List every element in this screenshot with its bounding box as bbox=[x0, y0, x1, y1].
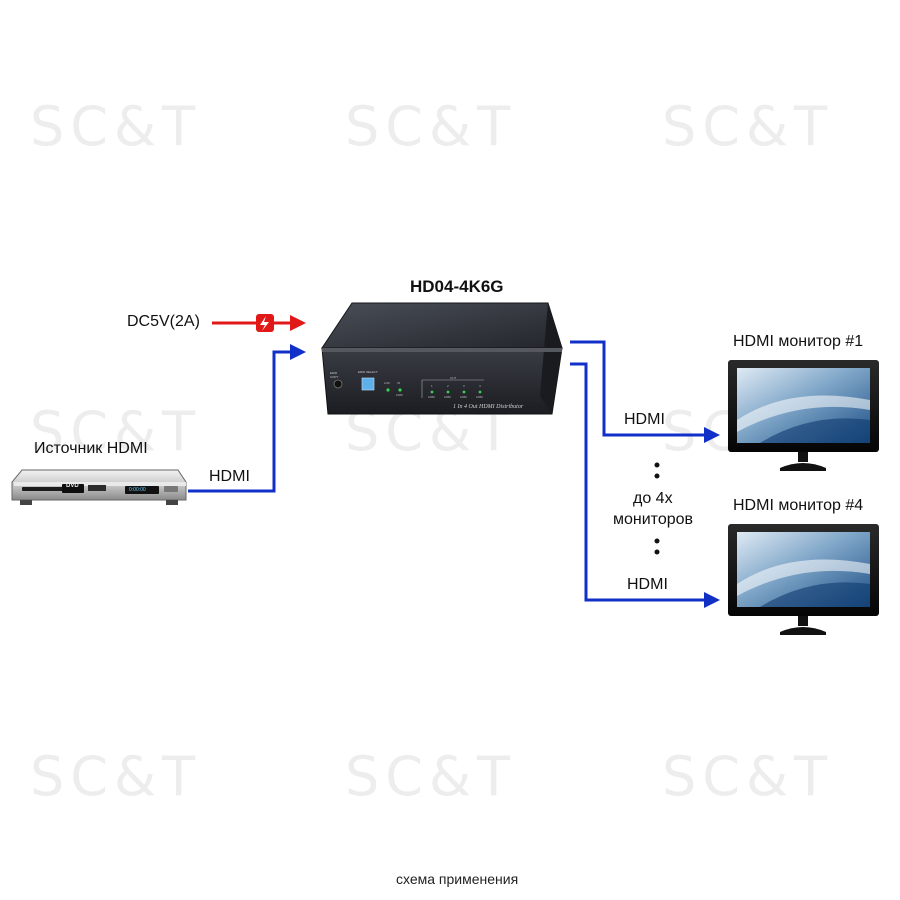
edid-copy-label: EDID COPY bbox=[330, 371, 339, 379]
watermark: SC&T bbox=[662, 745, 834, 808]
watermark: SC&T bbox=[662, 95, 834, 158]
monitor-4-label: HDMI монитор #4 bbox=[733, 497, 864, 514]
output-arrow-head-4 bbox=[704, 592, 720, 608]
watermark: SC&T bbox=[30, 745, 202, 808]
hdmi-distributor-device bbox=[321, 302, 563, 415]
led-label: 1080 bbox=[476, 395, 483, 399]
device-title: HD04-4K6G bbox=[410, 277, 504, 296]
player-badge: DVD bbox=[66, 483, 79, 489]
hdmi-source-player bbox=[11, 469, 187, 505]
source-arrow-head bbox=[290, 344, 306, 360]
source-link-label: HDMI bbox=[209, 468, 250, 485]
output-hdmi-cable-1 bbox=[570, 340, 706, 437]
output-1-link-label: HDMI bbox=[624, 411, 665, 428]
power-label: DC5V(2A) bbox=[127, 313, 200, 330]
watermark: SC&T bbox=[30, 95, 202, 158]
watermark: SC&T bbox=[345, 745, 517, 808]
led-label: 1080 bbox=[460, 395, 467, 399]
edid-select-label: EDID SELECT bbox=[358, 370, 378, 374]
ellipsis-dots-bottom bbox=[654, 538, 660, 555]
power-arrow-head bbox=[290, 315, 306, 331]
ellipsis-dots-top bbox=[654, 462, 660, 479]
monitor-1 bbox=[728, 360, 879, 471]
led-label: LNK bbox=[384, 381, 390, 385]
caption: схема применения bbox=[396, 871, 519, 887]
led-label: 3 bbox=[463, 384, 465, 388]
led-label: 2 bbox=[447, 384, 449, 388]
led-label: OUT bbox=[450, 376, 457, 380]
output-arrow-head-1 bbox=[704, 427, 720, 443]
output-hdmi-cable-4 bbox=[570, 362, 706, 602]
led-label: 4 bbox=[479, 384, 481, 388]
source-label: Источник HDMI bbox=[34, 440, 148, 457]
led-label: IN bbox=[397, 381, 400, 385]
output-4-link-label: HDMI bbox=[627, 576, 668, 593]
watermark: SC&T bbox=[30, 400, 202, 463]
led-label: 1080 bbox=[396, 393, 403, 397]
middle-note-line2: мониторов bbox=[613, 511, 694, 528]
led-label: 1 bbox=[431, 384, 433, 388]
player-display: 0:00:00 bbox=[129, 487, 146, 493]
source-hdmi-cable bbox=[188, 350, 292, 493]
led-label: 1080 bbox=[428, 395, 435, 399]
middle-note-line1: до 4х bbox=[633, 490, 673, 507]
device-model-text: 1 In 4 Out HDMI Distributor bbox=[453, 404, 524, 410]
watermark: SC&T bbox=[345, 95, 517, 158]
lightning-icon bbox=[256, 314, 274, 332]
monitor-1-label: HDMI монитор #1 bbox=[733, 333, 864, 350]
led-label: 1080 bbox=[444, 395, 451, 399]
monitor-4 bbox=[728, 524, 879, 635]
